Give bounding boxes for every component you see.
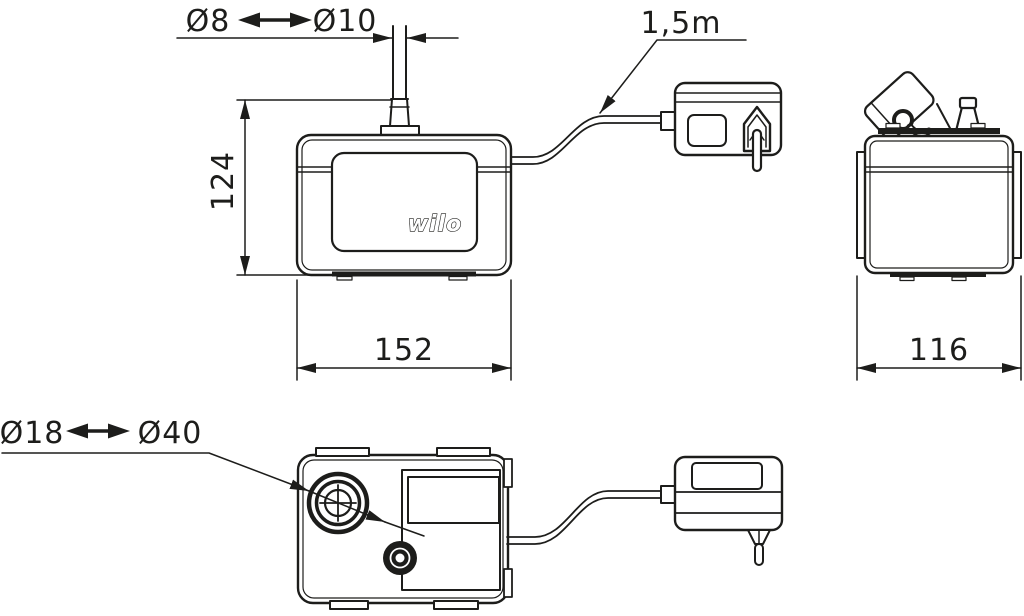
cable-top-line bbox=[510, 115, 663, 158]
power-plug-front bbox=[660, 81, 783, 173]
body-outline-side bbox=[863, 134, 1015, 275]
cable-length-value: 1,5m bbox=[641, 6, 722, 41]
body-inner-contour-bottom bbox=[302, 459, 504, 599]
plug-pin-bottom bbox=[754, 543, 764, 566]
base-foot-right bbox=[448, 275, 468, 281]
inlet-leader-segment-2 bbox=[308, 490, 386, 523]
top-edge-strip bbox=[878, 128, 1000, 134]
double-arrow-head-right bbox=[290, 12, 312, 28]
cable-bottom-line bbox=[510, 122, 663, 165]
inlet-leader-tail bbox=[384, 521, 425, 537]
top-tab-right bbox=[970, 122, 986, 129]
base-foot-left bbox=[336, 275, 353, 281]
dim-hose-diameter: Ø8 Ø10 bbox=[176, 4, 459, 43]
grommet-groove bbox=[389, 547, 411, 569]
double-arrow-head-left-inlet bbox=[66, 423, 88, 439]
cable-length-leader bbox=[599, 39, 747, 114]
inlet-outer-ring bbox=[306, 471, 370, 535]
bottom-view bbox=[296, 447, 784, 610]
label-cable-length: 1,5m bbox=[599, 6, 747, 114]
plug-cable-connector-bottom bbox=[660, 485, 677, 504]
inlet-leader-segment-1 bbox=[1, 452, 310, 492]
drain-grommet bbox=[383, 541, 417, 575]
side-bump-top bbox=[503, 458, 513, 488]
hose-diameter-max-label: Ø10 bbox=[313, 4, 378, 39]
base-strip bbox=[332, 271, 476, 277]
clip-tab-bottom-left bbox=[329, 600, 369, 610]
inlet-diameter-min-label: Ø18 bbox=[0, 416, 64, 451]
brand-logo: wilo bbox=[408, 212, 463, 237]
double-arrow-icon-inlet bbox=[66, 423, 130, 439]
double-arrow-icon bbox=[238, 12, 312, 28]
plug-label-window-bottom bbox=[691, 462, 763, 490]
side-bump-bottom bbox=[503, 568, 513, 598]
body-inner-contour bbox=[301, 139, 507, 271]
depth-value: 116 bbox=[909, 333, 969, 368]
plug-label-window bbox=[687, 114, 727, 147]
width-value: 152 bbox=[374, 333, 434, 368]
power-cable-bottom bbox=[506, 490, 662, 545]
inlet-strainer bbox=[306, 471, 370, 535]
cable-top-line-bottom bbox=[506, 490, 662, 538]
inlet-diameter-max-label: Ø40 bbox=[138, 416, 203, 451]
dim-width-152: 152 bbox=[296, 279, 512, 381]
double-arrow-head-right-inlet bbox=[108, 423, 130, 439]
front-panel bbox=[330, 151, 479, 253]
plug-pin bbox=[751, 128, 763, 173]
motor-housing-panel bbox=[407, 476, 500, 524]
side-view bbox=[856, 71, 1022, 282]
base-foot-side-left bbox=[899, 276, 915, 282]
body-inner-contour-side bbox=[869, 140, 1009, 269]
plug-cable-connector bbox=[660, 111, 677, 131]
hose-diameter-min-label: Ø8 bbox=[186, 4, 231, 39]
inlet-support-line bbox=[936, 103, 952, 131]
grommet-hole bbox=[395, 553, 405, 563]
outlet-cap bbox=[958, 96, 978, 110]
cable-bottom-line-bottom bbox=[506, 497, 662, 545]
power-plug-bottom bbox=[660, 455, 784, 566]
motor-housing-outline bbox=[401, 469, 501, 591]
dim-depth-116: 116 bbox=[856, 275, 1022, 381]
mount-bracket-left bbox=[856, 151, 866, 259]
discharge-tube bbox=[380, 25, 420, 136]
plug-pin-housing-inner bbox=[747, 114, 767, 148]
pump-body-front: wilo bbox=[295, 133, 513, 281]
clip-tab-top-right bbox=[436, 447, 491, 457]
plug-body-bottom bbox=[673, 455, 784, 532]
base-foot-side-right bbox=[951, 276, 967, 282]
front-view: wilo bbox=[295, 25, 783, 281]
clip-tab-bottom-right bbox=[433, 600, 479, 610]
mount-bracket-right bbox=[1012, 151, 1022, 259]
tube-taper bbox=[389, 98, 410, 127]
inlet-middle-ring bbox=[314, 479, 362, 527]
top-tab-left bbox=[885, 122, 901, 129]
height-value: 124 bbox=[206, 151, 241, 211]
tube-mount-tab bbox=[380, 125, 420, 136]
dim-height-124: 124 bbox=[206, 99, 393, 276]
power-cable-front bbox=[510, 115, 663, 165]
label-inlet-diameter: Ø18 Ø40 bbox=[0, 416, 425, 537]
base-strip-side bbox=[890, 272, 986, 277]
double-arrow-head-left bbox=[238, 12, 260, 28]
clip-tab-top-left bbox=[315, 447, 370, 457]
